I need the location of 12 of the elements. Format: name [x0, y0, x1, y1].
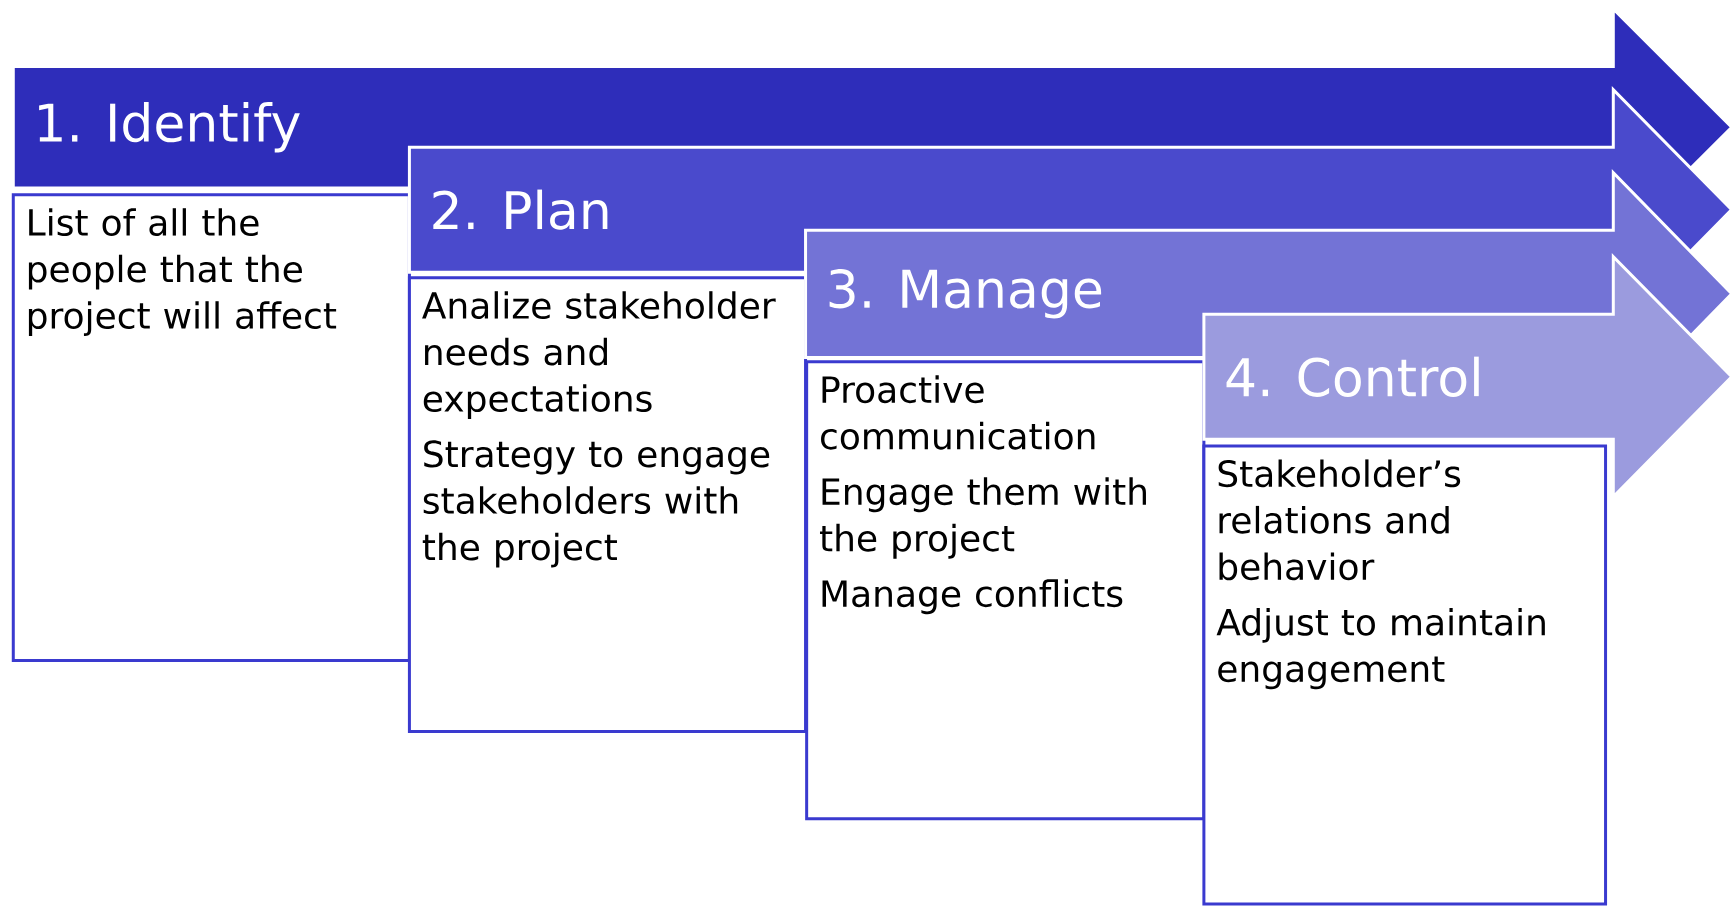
body-text: Analize stakeholder needs and expectations	[422, 291, 776, 420]
body-text: Proactive communication	[821, 375, 1095, 450]
body-text: Stakeholder’s relations and behavior	[1218, 459, 1461, 581]
text-box	[805, 360, 1206, 821]
body-text: Adjust to maintain engagement	[1216, 607, 1545, 690]
body-text: Manage conflicts	[822, 579, 1123, 615]
body-text: List of all the people that the project will affect	[28, 208, 337, 337]
text-box	[11, 193, 411, 663]
body-text: Engage them with the project	[820, 477, 1146, 559]
body-text: Strategy to engage stakeholders with the project	[422, 440, 770, 568]
text-box	[1202, 444, 1608, 906]
text-box	[407, 276, 808, 733]
